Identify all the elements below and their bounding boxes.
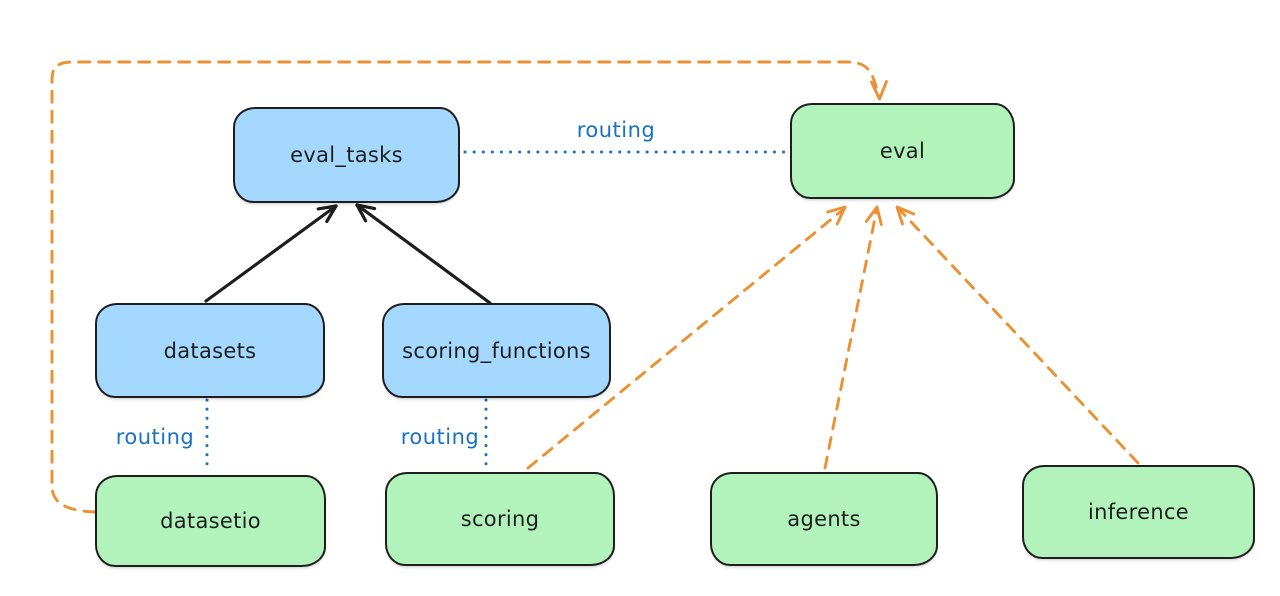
edge-scoring-functions-to-eval-tasks-arrow <box>355 203 492 305</box>
node-eval-tasks: eval_tasks <box>233 107 460 203</box>
edge-datasets-to-eval-tasks-arrow <box>204 204 338 303</box>
edge-datasetio-to-eval-routed-arrow <box>50 60 888 514</box>
node-agents: agents <box>710 472 938 566</box>
node-scoring: scoring <box>385 472 615 566</box>
edge-inference-to-eval-arrow <box>895 205 1140 465</box>
edge-agents-to-eval-arrow <box>823 205 883 470</box>
node-eval: eval <box>790 103 1015 199</box>
node-datasetio: datasetio <box>95 475 326 567</box>
edge-label-routing-datasets-datasetio: routing <box>115 425 195 449</box>
node-datasets: datasets <box>95 303 325 398</box>
node-eval-tasks-label: eval_tasks <box>290 143 403 167</box>
node-eval-label: eval <box>879 139 926 163</box>
edge-scoring-to-eval-arrow <box>526 205 847 470</box>
node-scoring-functions-label: scoring_functions <box>402 338 591 363</box>
node-inference: inference <box>1022 465 1255 559</box>
edge-label-routing-eval-tasks-eval: routing <box>576 118 656 142</box>
edge-label-routing-scoring-functions-scoring: routing <box>400 425 480 449</box>
node-datasets-label: datasets <box>163 338 257 363</box>
node-scoring-functions: scoring_functions <box>382 303 611 398</box>
node-inference-label: inference <box>1087 500 1190 524</box>
node-scoring-label: scoring <box>460 507 540 531</box>
node-agents-label: agents <box>787 507 861 531</box>
node-datasetio-label: datasetio <box>160 509 261 533</box>
